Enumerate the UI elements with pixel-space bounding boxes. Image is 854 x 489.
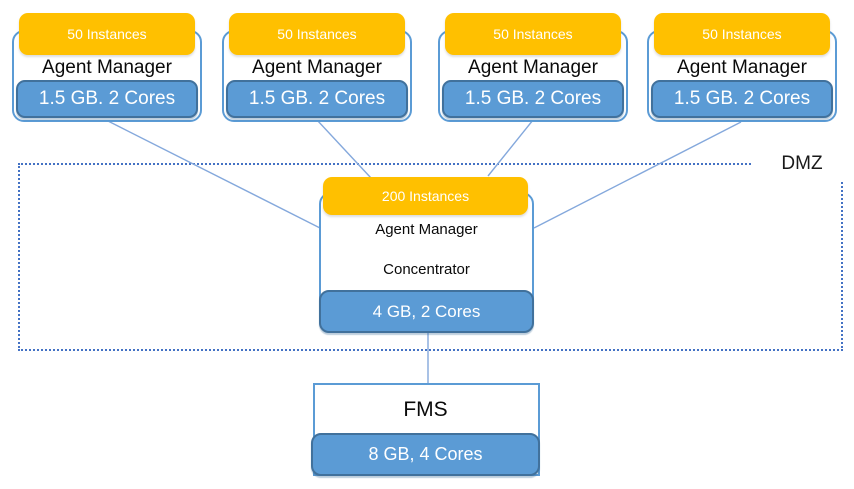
instances-badge: 50 Instances: [445, 13, 621, 55]
instances-badge: 50 Instances: [654, 13, 830, 55]
connector-am1-concentrator: [105, 119, 321, 229]
dmz-boundary: [18, 163, 843, 351]
concentrator-label-line2: Concentrator: [383, 261, 470, 278]
agent-manager-label: Agent Manager: [252, 57, 382, 78]
resources-badge: 4 GB, 2 Cores: [319, 290, 534, 333]
dmz-label: DMZ: [752, 147, 852, 180]
agent-manager-node-4: 50 Instances Agent Manager 1.5 GB. 2 Cor…: [647, 13, 837, 122]
fms-label: FMS: [403, 398, 448, 421]
connector-am3-concentrator: [487, 119, 534, 177]
instances-badge: 50 Instances: [229, 13, 405, 55]
agent-manager-node-1: 50 Instances Agent Manager 1.5 GB. 2 Cor…: [12, 13, 202, 122]
instances-badge: 50 Instances: [19, 13, 195, 55]
agent-manager-node-3: 50 Instances Agent Manager 1.5 GB. 2 Cor…: [438, 13, 628, 122]
concentrator-label-line1: Agent Manager: [375, 221, 478, 238]
resources-badge: 1.5 GB. 2 Cores: [651, 80, 833, 118]
connector-am2-concentrator: [316, 119, 372, 179]
fms-node: FMS 8 GB, 4 Cores: [311, 383, 540, 478]
concentrator-node: 200 Instances Agent Manager Concentrator…: [318, 177, 535, 333]
resources-badge: 8 GB, 4 Cores: [311, 433, 540, 476]
resources-badge: 1.5 GB. 2 Cores: [226, 80, 408, 118]
agent-manager-node-2: 50 Instances Agent Manager 1.5 GB. 2 Cor…: [222, 13, 412, 122]
agent-manager-label: Agent Manager: [677, 57, 807, 78]
resources-badge: 1.5 GB. 2 Cores: [16, 80, 198, 118]
agent-manager-label: Agent Manager: [468, 57, 598, 78]
resources-badge: 1.5 GB. 2 Cores: [442, 80, 624, 118]
agent-manager-label: Agent Manager: [42, 57, 172, 78]
connector-am4-concentrator: [533, 121, 742, 229]
instances-badge: 200 Instances: [323, 177, 528, 215]
